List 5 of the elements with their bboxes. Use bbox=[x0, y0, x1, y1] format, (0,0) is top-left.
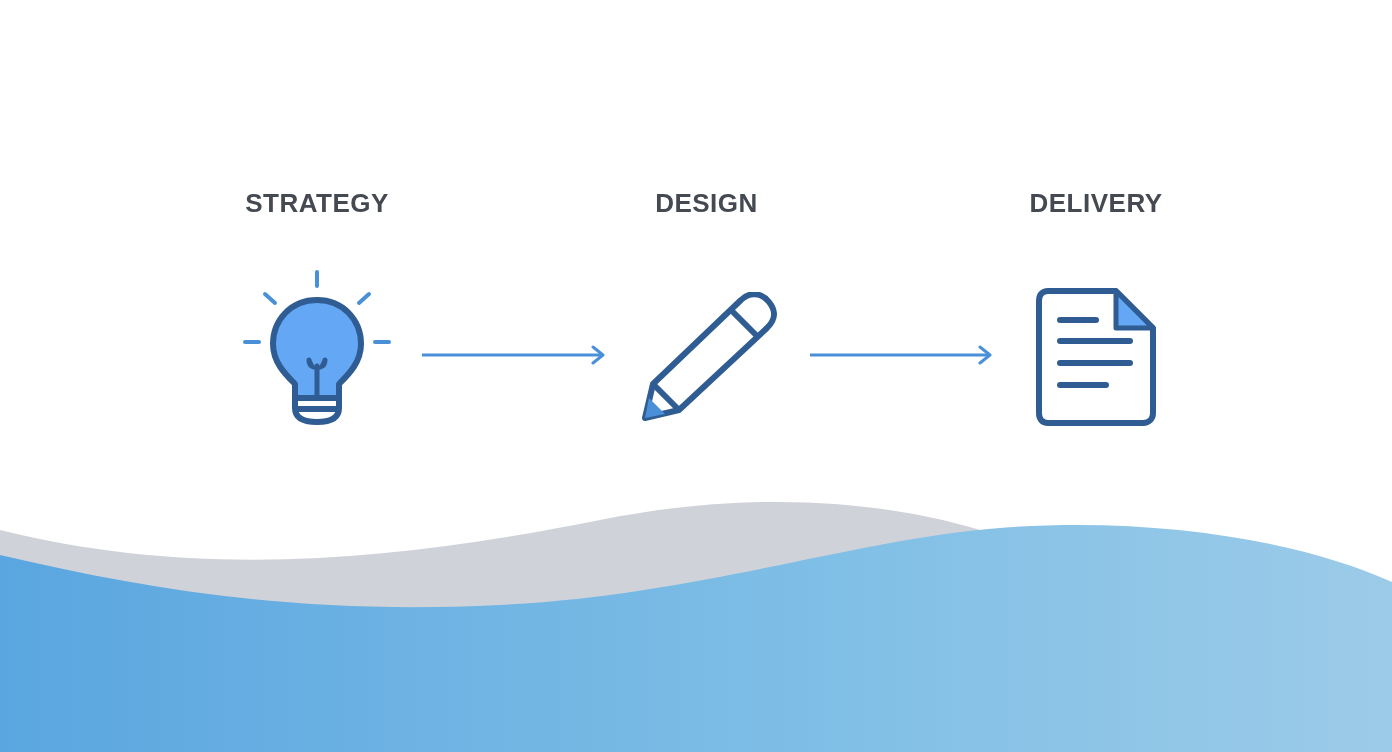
arrow bbox=[810, 345, 992, 365]
step-title: STRATEGY bbox=[245, 187, 389, 220]
arrow bbox=[422, 345, 605, 365]
step-title: DESIGN bbox=[655, 187, 758, 220]
step-title: DELIVERY bbox=[1029, 187, 1163, 220]
